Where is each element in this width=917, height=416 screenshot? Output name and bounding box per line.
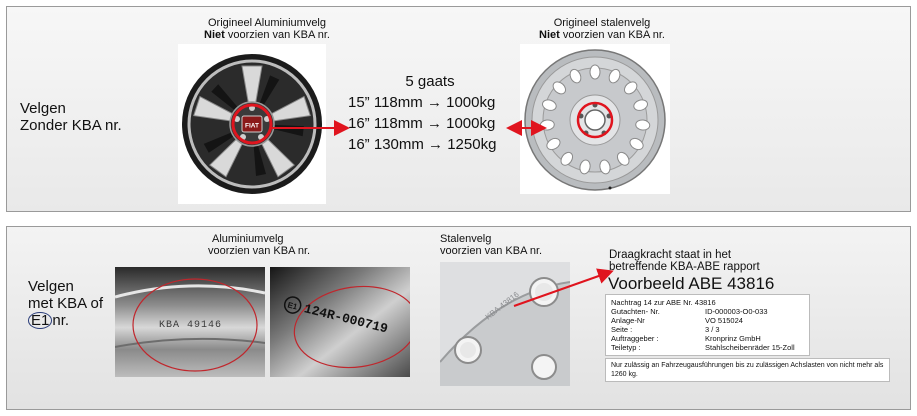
bolt-pattern-title: 5 gaats — [405, 73, 455, 90]
steel-wheel-image — [520, 44, 670, 194]
alu-caption: Origineel Aluminiumvelg Niet voorzien va… — [197, 17, 337, 41]
example-title: Voorbeeld ABE 43816 — [608, 274, 775, 293]
spec-row: 15” 118mm → 1000kg — [348, 94, 496, 111]
alloy-wheel-image: FIAT — [178, 44, 326, 204]
doc-row: Auftraggeber :Kronprinz GmbH — [611, 334, 761, 343]
abe-document-footer: Nur zulässig an Fahrzeugausführungen bis… — [605, 358, 890, 382]
spec-row: 16” 118mm → 1000kg — [348, 115, 496, 132]
steel-caption-line1: Origineel stalenvelg — [553, 17, 651, 29]
double-arrow-icon — [272, 120, 547, 136]
steel-kba-caption: Stalenvelg voorzien van KBA nr. — [440, 233, 543, 257]
arrow-icon: → — [426, 94, 442, 111]
load-note: Draagkracht staat in het betreffende KBA… — [609, 249, 760, 273]
steel-stamp-photo: KBA 43816 — [440, 262, 570, 386]
alu-caption-line1: Origineel Aluminiumvelg — [208, 17, 326, 29]
arrow-icon: → — [426, 115, 442, 132]
bottom-label-line2: met KBA of — [28, 295, 104, 312]
top-label-line2: Zonder KBA nr. — [20, 117, 122, 134]
doc-header: Nachtrag 14 zur ABE Nr. 43816 — [611, 298, 716, 307]
arrow-icon: → — [428, 136, 444, 153]
doc-row: Seite :3 / 3 — [611, 325, 720, 334]
alu-caption-line2: Niet voorzien van KBA nr. — [204, 29, 330, 41]
alu-stamp-text-1: KBA 49146 — [159, 320, 222, 331]
steel-caption: Origineel stalenvelg Niet voorzien van K… — [532, 17, 672, 41]
alloy-stamp-photo-1: KBA 49146 — [115, 267, 265, 377]
alloy-stamp-photo-2: E1 124R-000719 — [270, 267, 410, 377]
pointer-arrow-icon — [513, 268, 614, 307]
top-panel — [6, 6, 911, 212]
doc-row: Gutachten- Nr.ID-000003-O0-033 — [611, 307, 768, 316]
doc-row: Teiletyp :Stahlscheibenräder 15-Zoll — [611, 343, 795, 352]
e1-badge: E1 — [28, 312, 53, 329]
steel-caption-line2: Niet voorzien van KBA nr. — [539, 29, 665, 41]
fiat-logo-text: FIAT — [245, 123, 259, 130]
alu-stamp-e1-badge: E1 — [287, 300, 299, 311]
top-label-line1: Velgen — [20, 100, 66, 117]
bottom-label-line1: Velgen — [28, 278, 74, 295]
spec-row: 16” 130mm → 1250kg — [348, 136, 497, 153]
top-left-label: Velgen Zonder KBA nr. — [20, 100, 122, 134]
alu-kba-caption: Aluminiumvelg voorzien van KBA nr. — [208, 233, 311, 257]
abe-document-excerpt: Nachtrag 14 zur ABE Nr. 43816 Gutachten-… — [605, 294, 810, 356]
